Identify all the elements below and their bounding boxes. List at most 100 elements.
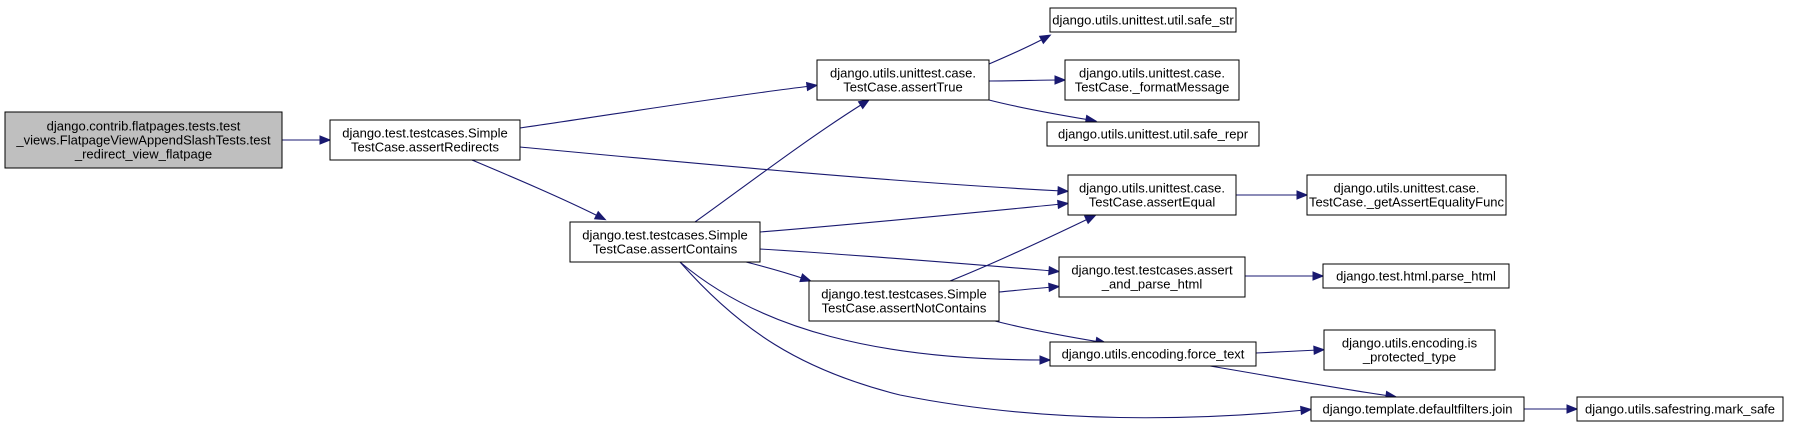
edge-assertNotContains-to-assert_and_parse_html (998, 282, 1061, 293)
node-getAssertEqualityFunc[interactable]: django.utils.unittest.case.TestCase._get… (1306, 174, 1507, 216)
edge-arrowhead (593, 210, 607, 221)
edge-assertRedirects-to-assertContains (471, 159, 607, 221)
node-label-line: TestCase.assertRedirects (351, 140, 500, 155)
edge-assertContains-to-assertNotContains (745, 261, 812, 283)
node-box (1049, 341, 1257, 367)
edge-arrowhead (1313, 345, 1326, 355)
edge-assertNotContains-to-assertEqual (949, 214, 1097, 282)
node-label-line: TestCase._getAssertEqualityFunc (1309, 195, 1505, 210)
node-label-line: django.utils.unittest.case. (1334, 181, 1480, 196)
node-box (1576, 396, 1784, 422)
node-parse_html[interactable]: django.test.html.parse_html (1322, 263, 1510, 289)
edge-line (519, 146, 1063, 192)
node-label-line: django.utils.unittest.case. (1079, 66, 1225, 81)
node-label-line: django.contrib.flatpages.tests.test (47, 119, 241, 134)
node-label-line: _views.FlatpageViewAppendSlashTests.test (15, 133, 271, 148)
edge-arrowhead (805, 81, 819, 92)
node-label-line: django.test.testcases.Simple (821, 287, 986, 302)
node-label-line: TestCase.assertEqual (1089, 195, 1216, 210)
edge-force_text-to-join (1209, 365, 1398, 401)
edge-line (745, 261, 806, 280)
edge-line (988, 99, 1091, 121)
node-label-line: TestCase.assertTrue (843, 80, 962, 95)
node-is_protected_type[interactable]: django.utils.encoding.is_protected_type (1323, 329, 1496, 371)
node-mark_safe[interactable]: django.utils.safestring.mark_safe (1576, 396, 1784, 422)
node-assert_and_parse_html[interactable]: django.test.testcases.assert_and_parse_h… (1058, 256, 1246, 298)
edge-line (519, 85, 812, 129)
node-box (329, 119, 521, 161)
node-assertTrue[interactable]: django.utils.unittest.case.TestCase.asse… (816, 59, 990, 101)
edge-arrowhead (1296, 190, 1309, 200)
node-root[interactable]: django.contrib.flatpages.tests.test_view… (4, 111, 283, 169)
edge-assertTrue-to-safe_str (988, 34, 1052, 65)
edge-line (949, 217, 1091, 282)
node-label-line: django.test.testcases.Simple (342, 126, 507, 141)
edge-arrowhead (1566, 404, 1579, 414)
node-box (4, 111, 283, 169)
node-label-line: _and_parse_html (1101, 277, 1203, 292)
edge-line (679, 261, 1306, 419)
node-label-line: django.utils.unittest.case. (830, 66, 976, 81)
node-label-line: django.test.html.parse_html (1336, 269, 1496, 284)
nodes-layer: django.contrib.flatpages.tests.test_view… (4, 7, 1784, 422)
edge-arrowhead (1312, 271, 1325, 281)
edge-line (679, 261, 1045, 361)
node-formatMessage[interactable]: django.utils.unittest.case.TestCase._for… (1064, 59, 1240, 101)
node-label-line: _protected_type (1362, 350, 1456, 365)
edge-arrowhead (1057, 186, 1070, 196)
node-box (1049, 7, 1237, 33)
edge-arrowhead (1057, 199, 1070, 210)
edge-line (759, 203, 1063, 233)
node-assertNotContains[interactable]: django.test.testcases.SimpleTestCase.ass… (808, 280, 1000, 322)
edge-arrowhead (799, 273, 812, 283)
edge-arrowhead (1054, 75, 1067, 85)
node-join[interactable]: django.template.defaultfilters.join (1310, 396, 1525, 422)
node-assertRedirects[interactable]: django.test.testcases.SimpleTestCase.ass… (329, 119, 521, 161)
edge-line (1255, 349, 1319, 354)
node-safe_repr[interactable]: django.utils.unittest.util.safe_repr (1046, 121, 1260, 147)
edge-assert_and_parse_html-to-parse_html (1245, 271, 1325, 281)
node-box (569, 221, 761, 263)
edge-arrowhead (1039, 355, 1052, 365)
node-assertContains[interactable]: django.test.testcases.SimpleTestCase.ass… (569, 221, 761, 263)
edge-arrowhead (1083, 214, 1097, 225)
node-box (1046, 121, 1260, 147)
node-label-line: django.template.defaultfilters.join (1322, 402, 1512, 417)
node-label-line: django.utils.unittest.util.safe_repr (1058, 127, 1249, 142)
node-label-line: django.utils.unittest.case. (1079, 181, 1225, 196)
node-label-line: django.utils.encoding.force_text (1062, 347, 1245, 362)
node-label-line: django.utils.encoding.is (1342, 336, 1478, 351)
node-label-line: django.test.testcases.Simple (582, 228, 747, 243)
edge-assertRedirects-to-assertTrue (519, 81, 819, 129)
edges-layer (282, 34, 1579, 419)
edge-line (998, 286, 1054, 293)
edge-arrowhead (857, 99, 871, 110)
edge-assertTrue-to-formatMessage (988, 75, 1067, 85)
node-box (1310, 396, 1525, 422)
node-box (1058, 256, 1246, 298)
edge-assertEqual-to-getAssertEqualityFunc (1236, 190, 1309, 200)
edge-root-to-assertRedirects (282, 135, 332, 145)
node-box (808, 280, 1000, 322)
node-force_text[interactable]: django.utils.encoding.force_text (1049, 341, 1257, 367)
node-label-line: TestCase.assertContains (593, 242, 738, 257)
edge-line (694, 102, 865, 223)
node-label-line: TestCase._formatMessage (1075, 80, 1230, 95)
node-safe_str[interactable]: django.utils.unittest.util.safe_str (1049, 7, 1237, 33)
edge-assertContains-to-assert_and_parse_html (759, 248, 1061, 276)
edge-arrowhead (319, 135, 332, 145)
node-label-line: django.utils.safestring.mark_safe (1585, 402, 1775, 417)
node-label-line: django.test.testcases.assert (1071, 263, 1233, 278)
edge-assertContains-to-assertTrue (694, 99, 871, 223)
edge-arrowhead (1038, 34, 1052, 45)
edge-line (759, 248, 1054, 272)
edge-force_text-to-is_protected_type (1255, 345, 1326, 355)
edge-assertContains-to-force_text (679, 261, 1052, 365)
edge-join-to-mark_safe (1524, 404, 1579, 414)
node-label-line: TestCase.assertNotContains (822, 301, 987, 316)
node-box (816, 59, 990, 101)
edge-arrowhead (1048, 282, 1061, 293)
node-assertEqual[interactable]: django.utils.unittest.case.TestCase.asse… (1067, 174, 1237, 216)
edge-arrowhead (1300, 405, 1313, 416)
